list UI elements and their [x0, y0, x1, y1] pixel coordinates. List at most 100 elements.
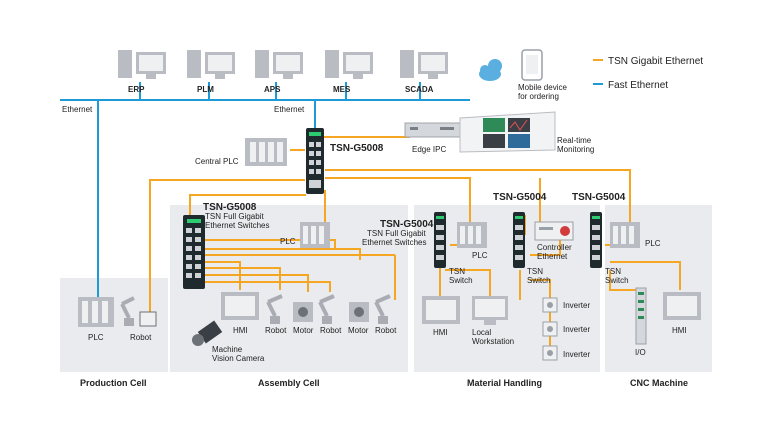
- legend: TSN Gigabit Ethernet Fast Ethernet: [593, 56, 703, 91]
- core-switch-label: TSN-G5008: [330, 143, 384, 154]
- plc-label-assembly: PLC: [280, 237, 296, 246]
- robot-label-assembly-1: Robot: [265, 326, 287, 335]
- workstation-label: Local Workstation: [472, 328, 514, 346]
- tsn-switch-3-line-2: Switch: [605, 276, 629, 285]
- controller-icon: [534, 221, 574, 241]
- inverter-label-2: Inverter: [563, 325, 590, 334]
- workstation-line-1: Local: [472, 328, 491, 337]
- mobile-device-label: Mobile device for ordering: [518, 83, 569, 101]
- robot-label-assembly-2: Robot: [320, 326, 342, 335]
- edge-ipc-icon: [404, 122, 461, 138]
- plc-icon-assembly: [300, 222, 330, 248]
- mobile-line-1: Mobile device: [518, 83, 567, 92]
- material-switch-desc: TSN Full Gigabit Ethernet Switches: [362, 229, 428, 247]
- tsn-switch-2-line-2: Switch: [527, 276, 551, 285]
- ethernet-label-right: Ethernet: [274, 105, 305, 114]
- assembly-switch-name: TSN-G5008: [203, 202, 257, 213]
- mobile-line-2: for ordering: [518, 92, 559, 101]
- erp-label: ERP: [128, 85, 145, 94]
- enterprise-systems: ERP PLM APS MES SCADA: [118, 50, 448, 94]
- plm-icon: [187, 50, 235, 79]
- tsn-switch-3-line-1: TSN: [605, 267, 621, 276]
- robot-label-assembly-3: Robot: [375, 326, 397, 335]
- mes-icon: [325, 50, 373, 79]
- assembly-switch-icon: [183, 215, 205, 289]
- hmi-icon-material: [422, 296, 460, 324]
- assembly-switch-desc: TSN Full Gigabit Ethernet Switches: [205, 212, 269, 230]
- tsn-switch-1-line-1: TSN: [449, 267, 465, 276]
- cloud-icon: [479, 59, 502, 81]
- realtime-monitoring-icon: [459, 111, 556, 153]
- tsn-switch-icon-conveyor: [513, 212, 525, 268]
- tsn-switch-1-line-2: Switch: [449, 276, 473, 285]
- edge-ipc-label: Edge IPC: [412, 145, 446, 154]
- ethernet-label-left: Ethernet: [62, 105, 93, 114]
- plc-label-material: PLC: [472, 251, 488, 260]
- legend-tsn-label: TSN Gigabit Ethernet: [608, 56, 703, 67]
- plc-icon-material: [457, 222, 487, 248]
- camera-line-1: Machine: [212, 345, 243, 354]
- tsn-switch-label-2: TSN Switch: [527, 267, 551, 285]
- controller-line-2: Ethernet: [537, 252, 568, 261]
- tsn-switch-label-3: TSN Switch: [605, 267, 629, 285]
- inverter-icon-2: [542, 321, 558, 337]
- hmi-label-assembly: HMI: [233, 326, 248, 335]
- motor-icon-1: [293, 302, 313, 322]
- material-switch-name: TSN-G5004: [380, 219, 434, 230]
- core-switch-icon: [306, 128, 324, 194]
- tsn-switch-icon-material: [434, 212, 446, 268]
- legend-fast-label: Fast Ethernet: [608, 80, 668, 91]
- plc-label-production: PLC: [88, 333, 104, 342]
- assembly-desc-line-2: Ethernet Switches: [205, 221, 269, 230]
- material-desc-line-1: TSN Full Gigabit: [367, 229, 426, 238]
- central-plc-label: Central PLC: [195, 157, 239, 166]
- camera-label: Machine Vision Camera: [212, 345, 265, 363]
- inverter-label-1: Inverter: [563, 301, 590, 310]
- plm-label: PLM: [197, 85, 214, 94]
- io-label: I/O: [635, 348, 646, 357]
- controller-label: Controller Ethernet: [537, 243, 574, 261]
- plc-label-cnc: PLC: [645, 239, 661, 248]
- mes-label: MES: [333, 85, 351, 94]
- zone-label-cnc: CNC Machine: [630, 378, 688, 388]
- aps-icon: [255, 50, 303, 79]
- cnc-top-switch-label: TSN-G5004: [572, 192, 626, 203]
- inverter-label-3: Inverter: [563, 350, 590, 359]
- zone-assembly-cell-bg: [170, 205, 408, 372]
- tsn-switch-2-line-1: TSN: [527, 267, 543, 276]
- assembly-desc-line-1: TSN Full Gigabit: [205, 212, 264, 221]
- inverter-icon-1: [542, 297, 558, 313]
- robot-label-production: Robot: [130, 333, 152, 342]
- mobile-device-icon: [521, 49, 543, 81]
- io-icon: [635, 287, 647, 345]
- hmi-label-cnc: HMI: [672, 326, 687, 335]
- zone-label-material: Material Handling: [467, 378, 542, 388]
- robot-icon-assembly-3: [374, 294, 391, 324]
- realtime-monitoring-label: Real-time Monitoring: [557, 136, 594, 154]
- zone-label-production: Production Cell: [80, 378, 147, 388]
- monitor-line-2: Monitoring: [557, 145, 594, 154]
- scada-label: SCADA: [405, 85, 434, 94]
- hmi-label-material: HMI: [433, 328, 448, 337]
- plc-icon-cnc: [610, 222, 640, 248]
- scada-icon: [400, 50, 448, 79]
- aps-label: APS: [264, 85, 281, 94]
- erp-icon: [118, 50, 166, 79]
- plc-icon-production: [78, 297, 114, 327]
- inverter-icon-3: [542, 345, 558, 361]
- controller-line-1: Controller: [537, 243, 572, 252]
- monitor-line-1: Real-time: [557, 136, 592, 145]
- zone-label-assembly: Assembly Cell: [258, 378, 320, 388]
- camera-line-2: Vision Camera: [212, 354, 265, 363]
- motor-label-1: Motor: [293, 326, 314, 335]
- central-plc-icon: [245, 138, 287, 166]
- camera-icon: [192, 320, 223, 346]
- motor-icon-2: [349, 302, 369, 322]
- robot-icon-production: [120, 296, 157, 327]
- workstation-line-2: Workstation: [472, 337, 514, 346]
- motor-label-2: Motor: [348, 326, 369, 335]
- hmi-icon-assembly: [221, 292, 259, 320]
- tsn-switch-label-1: TSN Switch: [449, 267, 473, 285]
- workstation-icon: [472, 296, 508, 325]
- material-top-switch-label: TSN-G5004: [493, 192, 547, 203]
